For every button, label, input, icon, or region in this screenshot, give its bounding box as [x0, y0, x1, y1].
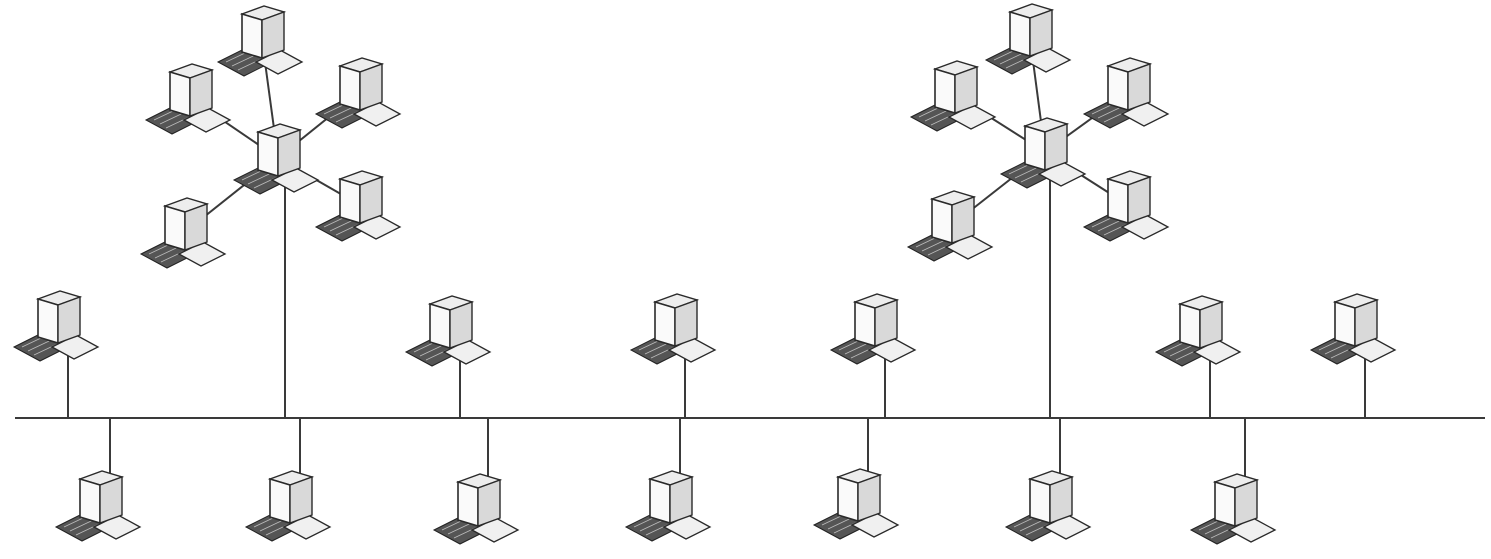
- network-nodes: [13, 3, 1396, 545]
- desktop-computer-icon: [245, 470, 331, 542]
- desktop-computer-icon: [315, 57, 401, 129]
- desktop-computer-icon: [630, 293, 716, 365]
- network-wires: [15, 37, 1485, 476]
- desktop-computer-icon: [1155, 295, 1241, 367]
- desktop-computer-icon: [1190, 473, 1276, 545]
- desktop-computer-icon: [830, 293, 916, 365]
- desktop-computer-icon: [1083, 170, 1169, 242]
- desktop-computer-icon: [813, 468, 899, 540]
- desktop-computer-icon: [405, 295, 491, 367]
- desktop-computer-icon: [145, 63, 231, 135]
- desktop-computer-icon: [1083, 57, 1169, 129]
- desktop-computer-icon: [1310, 293, 1396, 365]
- desktop-computer-icon: [433, 473, 519, 545]
- desktop-computer-icon: [1005, 470, 1091, 542]
- desktop-computer-icon: [13, 290, 99, 362]
- desktop-computer-icon: [985, 3, 1071, 75]
- hub-computer-icon: [1000, 117, 1086, 189]
- desktop-computer-icon: [55, 470, 141, 542]
- desktop-computer-icon: [217, 5, 303, 77]
- desktop-computer-icon: [140, 197, 226, 269]
- desktop-computer-icon: [315, 170, 401, 242]
- desktop-computer-icon: [907, 190, 993, 262]
- desktop-computer-icon: [910, 60, 996, 132]
- desktop-computer-icon: [625, 470, 711, 542]
- hub-computer-icon: [233, 123, 319, 195]
